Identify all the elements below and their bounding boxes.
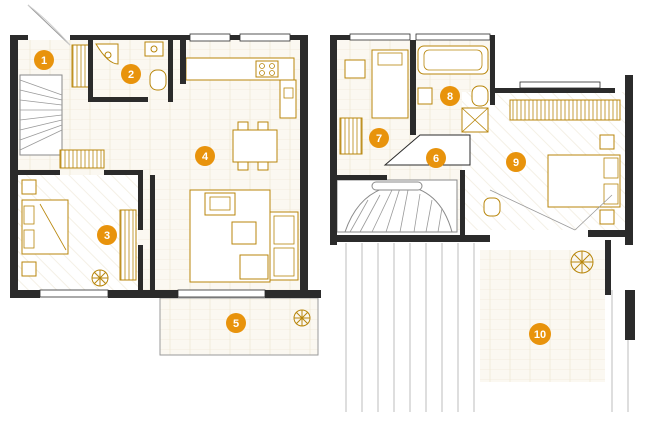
- deck-boards: [345, 243, 629, 412]
- room-marker-6: 6: [426, 148, 446, 168]
- room-markers: 1 2 3 4 5 6 7 8: [34, 50, 551, 345]
- sink: [417, 87, 433, 105]
- plant-icon: [91, 269, 109, 287]
- room-label: 9: [513, 157, 519, 169]
- nightstand: [344, 59, 366, 79]
- lower-level: [10, 4, 321, 356]
- sink: [144, 41, 164, 57]
- tv-unit: [239, 254, 269, 280]
- bathroom-8: [417, 45, 489, 133]
- living-area: [189, 189, 299, 283]
- room-label: 10: [534, 329, 546, 341]
- windows-upper: [349, 33, 601, 89]
- dining-table: [232, 121, 278, 171]
- room-label: 3: [104, 230, 110, 242]
- entrance-door: [27, 4, 71, 46]
- windows-lower: [39, 33, 291, 298]
- upper-level: [330, 33, 635, 412]
- room-label: 8: [447, 91, 453, 103]
- room-label: 6: [433, 153, 439, 165]
- walls-upper: [330, 35, 635, 340]
- room-marker-10: 10: [529, 323, 551, 345]
- room-marker-4: 4: [195, 146, 215, 166]
- armchair: [204, 192, 236, 216]
- wardrobe-bedroom-9: [509, 99, 621, 121]
- bedroom-9-furniture: [483, 99, 621, 231]
- nightstand: [599, 134, 615, 150]
- kitchen-sink: [279, 79, 297, 119]
- toilet: [149, 69, 167, 91]
- room-marker-8: 8: [440, 86, 460, 106]
- wardrobe-bedroom-7: [339, 117, 363, 155]
- room-marker-3: 3: [97, 225, 117, 245]
- sofa: [269, 211, 299, 281]
- balcony-5: [159, 297, 319, 356]
- nightstand: [21, 261, 37, 277]
- staircase-upper: [336, 179, 458, 233]
- cooktop: [255, 60, 279, 78]
- plant-icon: [570, 250, 594, 274]
- room-label: 1: [41, 55, 47, 67]
- nightstand: [21, 179, 37, 195]
- shoe-rack: [59, 149, 105, 169]
- coffee-table: [231, 221, 257, 245]
- room-marker-5: 5: [226, 313, 246, 333]
- toilet: [483, 197, 501, 217]
- room-marker-1: 1: [34, 50, 54, 70]
- toilet: [471, 85, 489, 107]
- bathtub: [417, 45, 489, 75]
- plant-icon: [293, 309, 311, 327]
- room-label: 7: [376, 133, 382, 145]
- room-marker-2: 2: [121, 64, 141, 84]
- staircase-lower: [19, 74, 63, 156]
- bedroom-7-furniture: [339, 49, 409, 155]
- wardrobe-bedroom-3: [119, 209, 137, 281]
- kitchen: [185, 57, 297, 119]
- terrace-tiles: [480, 250, 605, 382]
- walls-lower: [10, 35, 321, 298]
- room-label: 4: [202, 151, 209, 163]
- room-label: 2: [128, 69, 134, 81]
- nightstand: [599, 209, 615, 225]
- room-label: 5: [233, 318, 239, 330]
- bedroom-3-furniture: [21, 179, 137, 287]
- room-marker-7: 7: [369, 128, 389, 148]
- room-marker-9: 9: [506, 152, 526, 172]
- shower-tray: [95, 43, 119, 65]
